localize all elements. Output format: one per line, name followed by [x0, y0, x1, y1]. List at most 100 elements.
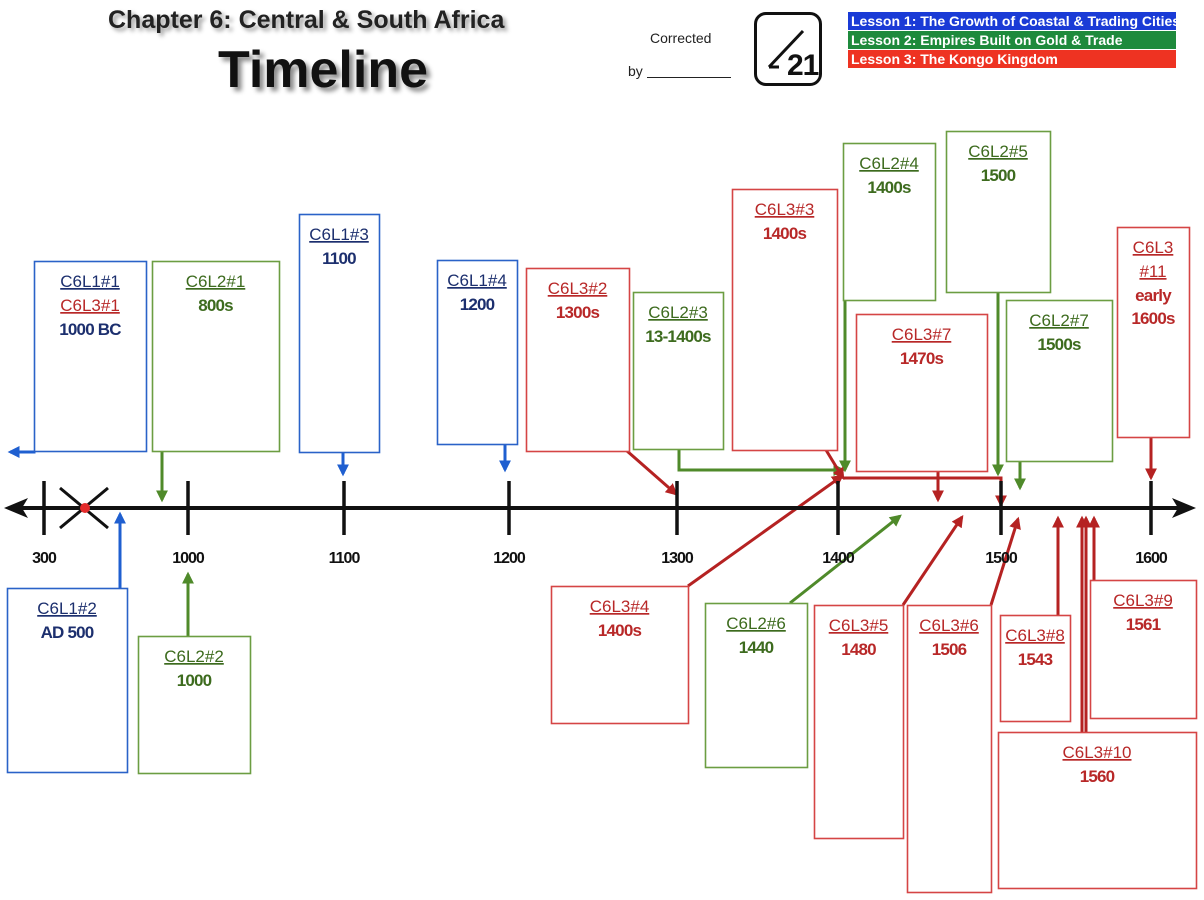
connector-arrow [901, 515, 964, 606]
connector-arrow [626, 449, 678, 496]
event-box: C6L1#4 1200 [436, 259, 519, 446]
tick-label-1100: 1100 [329, 550, 361, 567]
event-box-frame [906, 604, 993, 894]
corrected-by-blank [647, 77, 731, 78]
event-code: C6L3#10 [1062, 743, 1131, 762]
event-code: C6L3#2 [548, 279, 608, 298]
event-box: C6L3#3 1400s [731, 188, 839, 452]
event-code: C6L1#4 [447, 271, 507, 290]
event-code: C6L1#1 [60, 272, 120, 291]
event-box: C6L3#5 1480 [813, 604, 905, 840]
chapter-subtitle: Chapter 6: Central & South Africa [108, 6, 505, 34]
event-box-frame [151, 260, 281, 453]
event-date: 1400s [598, 621, 642, 640]
event-date: 1560 [1080, 767, 1115, 786]
event-code: C6L3#6 [919, 616, 979, 635]
event-box: C6L3#4 1400s [550, 585, 690, 725]
event-box: C6L3#10 1560 [997, 731, 1198, 890]
event-code: C6L2#2 [164, 647, 224, 666]
event-code: C6L1#2 [37, 599, 97, 618]
event-box: C6L3 #11 early 1600s [1116, 226, 1191, 439]
event-box: C6L1#3 1100 [298, 213, 381, 454]
event-date: 1200 [460, 295, 495, 314]
score-slash-icon [767, 29, 805, 69]
event-code: C6L3#7 [892, 325, 952, 344]
event-date: 1300s [556, 303, 600, 322]
event-date: early [1135, 286, 1172, 305]
event-date: 1400s [763, 224, 807, 243]
event-box-frame [550, 585, 690, 725]
connector-arrow [789, 514, 902, 605]
event-box-frame [33, 260, 148, 453]
tick-label-300: 300 [32, 550, 57, 567]
connector-arrow [687, 474, 844, 588]
connector-arrow [989, 516, 1021, 606]
event-code: C6L3#8 [1005, 626, 1065, 645]
connector-arrow [824, 449, 845, 481]
tick-label-1200: 1200 [493, 550, 526, 567]
event-box: C6L2#6 1440 [704, 602, 809, 769]
event-date: 1506 [932, 640, 967, 659]
event-date: 800s [198, 296, 233, 315]
event-date: 1440 [739, 638, 774, 657]
event-box: C6L2#2 1000 [137, 635, 252, 775]
event-code: C6L2#6 [726, 614, 786, 633]
legend-lesson-3: Lesson 3: The Kongo Kingdom [848, 50, 1176, 68]
legend-lesson-1: Lesson 1: The Growth of Coastal & Tradin… [848, 12, 1180, 30]
event-date: 1500 [981, 166, 1016, 185]
legend-lesson-2: Lesson 2: Empires Built on Gold & Trade [848, 31, 1176, 49]
event-date: 1500s [1037, 335, 1081, 354]
event-date: 1000 [177, 671, 212, 690]
event-code: C6L3#1 [60, 296, 120, 315]
event-box: C6L3#6 1506 [906, 604, 993, 894]
event-box-frame [999, 614, 1072, 723]
connector-arrows [7, 292, 1157, 732]
score-box: 21 [754, 12, 822, 86]
event-date: 1470s [900, 349, 944, 368]
corrected-by-label: by [628, 63, 643, 79]
tick-label-1300: 1300 [661, 550, 694, 567]
event-box: C6L2#5 1500 [945, 130, 1052, 294]
event-code: C6L3#4 [590, 597, 650, 616]
tick-label-1400: 1400 [822, 550, 855, 567]
event-date: 1600s [1131, 309, 1175, 328]
event-date: 13-1400s [645, 327, 711, 346]
event-date: 1000 BC [59, 320, 121, 339]
event-code: C6L2#4 [859, 154, 919, 173]
event-box-frame [1089, 579, 1198, 720]
event-box-frame [731, 188, 839, 452]
event-code: #11 [1139, 262, 1166, 281]
event-box-frame [997, 731, 1198, 890]
event-box: C6L2#313-1400s [632, 291, 725, 451]
axis-left-arrowhead [4, 498, 28, 518]
connector-arrow [843, 476, 1007, 508]
event-code: C6L2#5 [968, 142, 1028, 161]
event-date: 1100 [322, 249, 356, 268]
event-box-frame [632, 291, 725, 451]
event-box-frame [525, 267, 631, 453]
corrected-label: Corrected [650, 30, 712, 46]
score-total: 21 [787, 49, 819, 82]
event-code: C6L3#9 [1113, 591, 1173, 610]
event-box-frame [1005, 299, 1114, 463]
axis-break-dot [80, 503, 90, 513]
event-box-frame [855, 313, 989, 473]
connector-arrow [7, 446, 36, 458]
event-date: 1480 [841, 640, 876, 659]
event-code: C6L1#3 [309, 225, 369, 244]
event-code: C6L3#5 [829, 616, 889, 635]
event-box-frame [436, 259, 519, 446]
event-box: C6L1#2AD 500 [6, 587, 129, 774]
tick-label-1600: 1600 [1135, 550, 1168, 567]
event-box-frame [298, 213, 381, 454]
event-code: C6L3#3 [755, 200, 815, 219]
event-box: C6L3#2 1300s [525, 267, 631, 453]
event-code: C6L3 [1133, 238, 1174, 257]
